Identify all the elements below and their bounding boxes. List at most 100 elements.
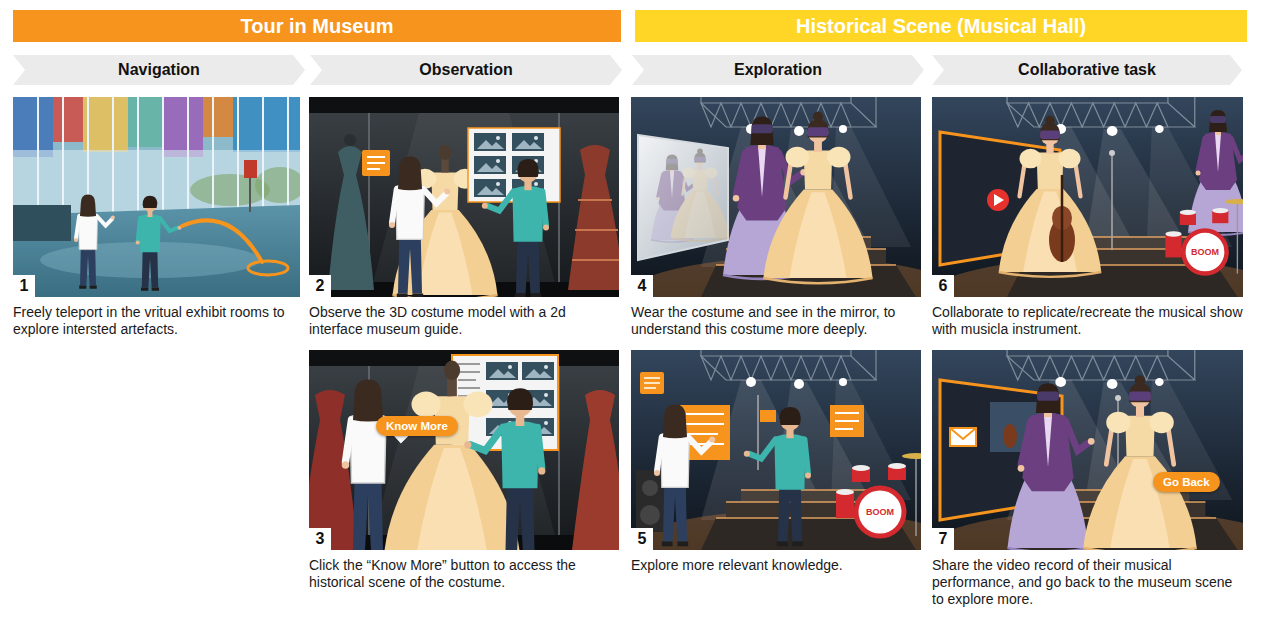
step-panel: 6Collaborate to replicate/recreate the m… bbox=[932, 97, 1243, 297]
panel-4-illustration-part bbox=[638, 135, 728, 260]
panel-1-illustration-part bbox=[13, 97, 300, 297]
panel-3-illustration-part bbox=[572, 390, 619, 550]
panel-1-illustration bbox=[13, 97, 300, 297]
header-text: Tour in Museum bbox=[241, 15, 394, 38]
panel-5-illustration-part bbox=[640, 372, 664, 394]
step-caption: Click the “Know More” button to access t… bbox=[309, 557, 621, 591]
section-header: Historical Scene (Musical Hall) bbox=[635, 10, 1247, 42]
chevron-fill bbox=[310, 55, 622, 85]
step-caption: Collaborate to replicate/recreate the mu… bbox=[932, 304, 1244, 338]
panel-2-illustration-part bbox=[389, 157, 450, 297]
panel-5-illustration-part bbox=[631, 350, 921, 550]
panel-7-illustration-part bbox=[1083, 375, 1196, 550]
stage-chevron: Collaborative task bbox=[932, 55, 1242, 85]
drum-label: BOOM bbox=[866, 507, 894, 517]
step-panel: 7Share the video record of their musical… bbox=[932, 350, 1243, 550]
panel-2-illustration-part bbox=[344, 134, 356, 146]
panel-2-illustration-part bbox=[482, 159, 549, 297]
panel-2-illustration-part bbox=[568, 145, 619, 290]
panel-1-illustration-part-part bbox=[233, 97, 300, 152]
stage-label: Collaborative task bbox=[1018, 61, 1156, 79]
panel-3-illustration-part bbox=[522, 362, 554, 380]
panel-7-illustration bbox=[932, 350, 1243, 550]
panel-7-illustration-part bbox=[950, 428, 976, 439]
step-panel: 5Explore more relevant knowledge. bbox=[631, 350, 921, 550]
panel-7-illustration-part bbox=[950, 428, 976, 446]
panel-5-illustration-part bbox=[836, 453, 921, 536]
callout-number: 1 bbox=[13, 275, 35, 297]
ui-button: Know More bbox=[376, 416, 458, 436]
panel-3-illustration-part bbox=[384, 361, 520, 550]
panel-4-illustration-part bbox=[651, 148, 729, 242]
panel-7-illustration-part bbox=[1003, 424, 1017, 448]
panel-1-illustration-part bbox=[255, 167, 300, 203]
button-text: Go Back bbox=[1163, 476, 1210, 488]
panel-5-illustration-part bbox=[644, 378, 660, 388]
panel-1-illustration-part bbox=[248, 261, 288, 275]
panel-6-illustration-part bbox=[1165, 199, 1243, 274]
panel-1-illustration-part bbox=[38, 97, 288, 215]
panel-6-illustration bbox=[932, 97, 1243, 297]
step-caption: Share the video record of their musical … bbox=[932, 557, 1244, 608]
panel-6-illustration-part bbox=[932, 97, 1243, 297]
panel-7-illustration-part bbox=[1115, 395, 1121, 401]
panel-7-illustration-part bbox=[1008, 383, 1095, 550]
step-caption: Observe the 3D costume model with a 2d i… bbox=[309, 304, 619, 338]
drum-label: BOOM bbox=[1191, 247, 1219, 257]
button-text: Know More bbox=[386, 420, 448, 432]
panel-4-illustration-part bbox=[763, 112, 872, 284]
step-caption: Freely teleport in the vritual exhibit r… bbox=[13, 304, 309, 338]
stage-label: Exploration bbox=[734, 61, 822, 79]
header-text: Historical Scene (Musical Hall) bbox=[796, 15, 1086, 38]
panel-1-illustration-part bbox=[249, 178, 251, 212]
callout-number: 2 bbox=[309, 275, 331, 297]
ui-button: Go Back bbox=[1153, 472, 1220, 492]
panel-1-illustration-part bbox=[74, 194, 115, 288]
panel-1-illustration-part bbox=[13, 97, 300, 157]
panel-5-illustration-part bbox=[640, 505, 660, 525]
section-header: Tour in Museum bbox=[13, 10, 621, 42]
panel-2-illustration bbox=[309, 97, 619, 297]
panel-3-illustration bbox=[309, 350, 619, 550]
step-panel: 4Wear the costume and see in the mirror,… bbox=[631, 97, 921, 297]
panel-2-illustration-part bbox=[572, 200, 619, 260]
chevron-fill bbox=[932, 55, 1242, 85]
step-caption: Wear the costume and see in the mirror, … bbox=[631, 304, 929, 338]
panel-5-illustration-part bbox=[636, 470, 664, 532]
panel-1-illustration-part-part bbox=[128, 97, 163, 147]
panel-5-illustration-part bbox=[654, 405, 715, 547]
panel-2-illustration-part bbox=[367, 157, 385, 169]
panel-6-illustration-part bbox=[994, 194, 1004, 206]
panel-1-illustration-part-part bbox=[13, 97, 53, 157]
callout-number: 5 bbox=[631, 528, 653, 550]
stage-chevron: Navigation bbox=[13, 55, 305, 85]
step-panel: 3Click the “Know More” button to access … bbox=[309, 350, 619, 550]
panel-5-illustration-part bbox=[760, 410, 776, 422]
panel-1-illustration-part bbox=[182, 220, 262, 262]
panel-5-illustration-part bbox=[830, 405, 864, 437]
panel-2-illustration-part bbox=[474, 156, 506, 174]
chevron-fill bbox=[13, 55, 305, 85]
panel-3-illustration-part bbox=[464, 388, 545, 550]
panel-1-illustration-part bbox=[244, 160, 257, 178]
step-panel: 1Freely teleport in the vritual exhibit … bbox=[13, 97, 300, 297]
panel-5-illustration-part bbox=[744, 407, 811, 546]
panel-2-illustration-part bbox=[512, 133, 544, 151]
panel-2-illustration-part bbox=[362, 150, 390, 176]
callout-number: 4 bbox=[631, 275, 653, 297]
panel-2-illustration-part bbox=[474, 179, 506, 197]
panel-3-illustration-part bbox=[486, 362, 518, 380]
panel-2-illustration-part bbox=[474, 133, 506, 151]
panel-3-illustration-part bbox=[458, 364, 480, 396]
stage-label: Navigation bbox=[118, 61, 200, 79]
panel-6-illustration-part bbox=[1109, 150, 1115, 156]
panel-6-illustration-part bbox=[1061, 175, 1064, 262]
stage-chevron: Observation bbox=[310, 55, 622, 85]
chevron-fill bbox=[632, 55, 924, 85]
panel-6-illustration-part bbox=[987, 189, 1009, 211]
panel-6-illustration-part bbox=[1111, 155, 1113, 250]
panel-4-illustration-part-part bbox=[671, 148, 730, 240]
callout-number: 6 bbox=[932, 275, 954, 297]
callout-number: 7 bbox=[932, 528, 954, 550]
